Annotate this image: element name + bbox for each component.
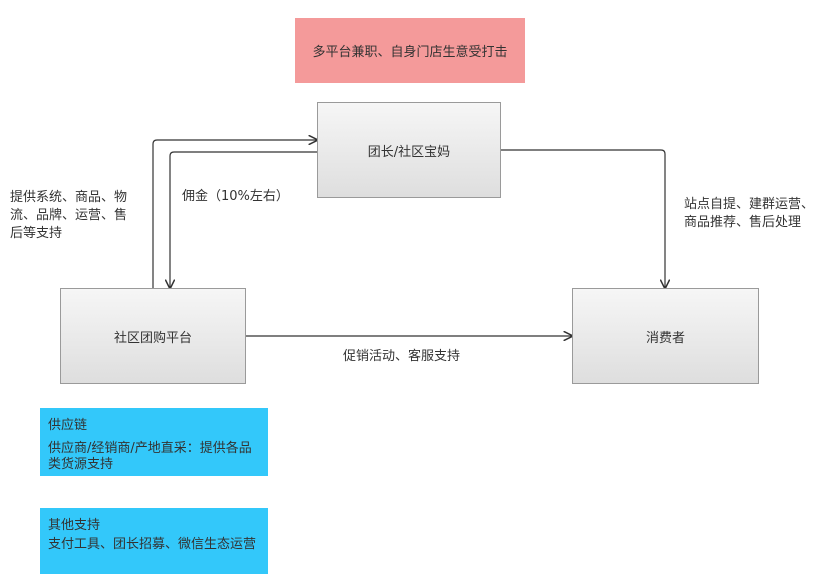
other-support-body: 支付工具、团长招募、微信生态运营 <box>48 537 257 552</box>
supply-chain-note: 供应链 供应商/经销商/产地直采：提供各品类货源支持 <box>40 408 268 476</box>
leader-node: 团长/社区宝妈 <box>317 102 501 198</box>
supply-chain-title: 供应链 <box>48 418 88 433</box>
leader-label: 团长/社区宝妈 <box>367 144 451 160</box>
platform-node: 社区团购平台 <box>60 288 246 384</box>
consumer-label: 消费者 <box>645 330 685 346</box>
arrow-platform-to-leader <box>152 140 317 288</box>
banner-node: 多平台兼职、自身门店生意受打击 <box>295 18 525 83</box>
arrow-leader-to-consumer <box>501 149 665 288</box>
consumer-node: 消费者 <box>572 288 759 384</box>
other-support-title: 其他支持 <box>48 518 101 533</box>
arrow-leader-to-platform <box>170 151 317 288</box>
edge-label-leader-to-consumer: 站点自提、建群运营、 商品推荐、售后处理 <box>684 197 815 230</box>
edge-label-platform-to-leader: 提供系统、商品、物 流、品牌、运营、售 后等支持 <box>10 190 128 241</box>
supply-chain-body: 供应商/经销商/产地直采：提供各品类货源支持 <box>48 441 252 472</box>
edge-label-platform-to-consumer: 促销活动、客服支持 <box>343 349 461 364</box>
edge-label-leader-to-platform: 佣金（10%左右） <box>182 189 289 204</box>
platform-label: 社区团购平台 <box>113 330 192 346</box>
banner-label: 多平台兼职、自身门店生意受打击 <box>312 45 508 60</box>
other-support-note: 其他支持 支付工具、团长招募、微信生态运营 <box>40 508 268 574</box>
